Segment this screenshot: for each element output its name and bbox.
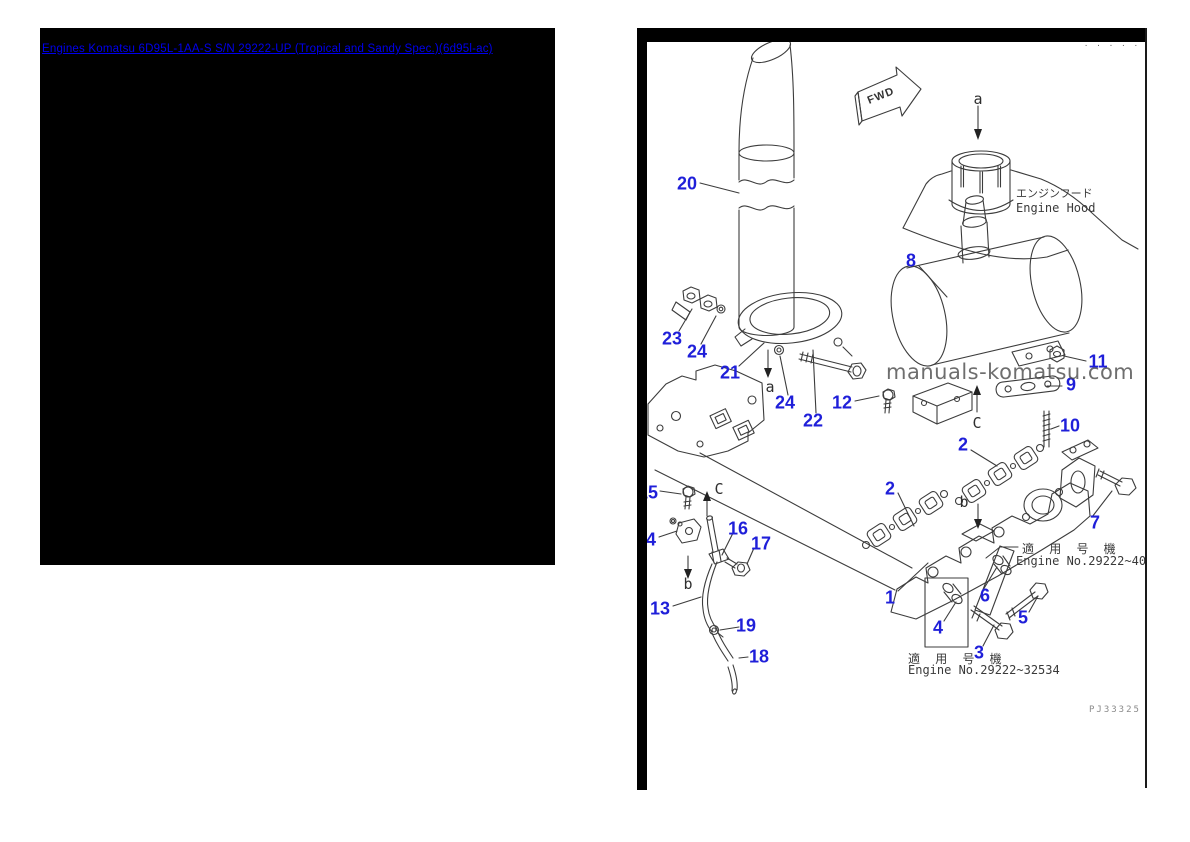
gasket-2-upper-drawing — [954, 443, 1045, 506]
callout-19[interactable]: 19 — [735, 615, 757, 636]
callout-18[interactable]: 18 — [748, 646, 770, 667]
serial-note-right-jp: 適 用 号 機 — [1022, 542, 1120, 556]
bolt-15-drawing — [682, 485, 696, 510]
tube-13-drawing — [701, 515, 738, 695]
nut-11-drawing — [1049, 345, 1065, 363]
page-border-left — [637, 28, 647, 790]
cylinder-head-drawing — [647, 364, 765, 458]
page-border-right — [1145, 28, 1147, 788]
exploded-parts-drawing — [647, 38, 1139, 695]
alignment-lines — [654, 452, 913, 591]
callout-24[interactable]: 24 — [774, 392, 796, 413]
view-arrows — [684, 105, 982, 579]
serial-note-bottom-jp: 適 用 号 機 — [908, 652, 1006, 666]
gasket-2-lower-drawing — [861, 489, 949, 550]
bolt-12-drawing — [882, 388, 896, 414]
bolt-17-drawing — [724, 557, 751, 577]
spacer-6-drawing — [992, 554, 1012, 576]
view-letter-C: C — [972, 414, 982, 432]
callout-23[interactable]: 23 — [661, 328, 683, 349]
stud-10-drawing — [1042, 410, 1051, 448]
bolt-7-drawing — [1095, 468, 1137, 496]
page-code: PJ33325 — [1089, 705, 1141, 715]
callout-17[interactable]: 17 — [750, 533, 772, 554]
callout-9[interactable]: 9 — [1065, 374, 1077, 395]
hood-label-en: Engine Hood — [1016, 201, 1096, 215]
spacer-4-drawing — [942, 582, 963, 605]
muffler-body-8-drawing — [890, 195, 1083, 367]
callout-4[interactable]: 4 — [932, 617, 944, 638]
view-letter-a: a — [765, 378, 775, 396]
bolt-3-drawing — [970, 605, 1014, 640]
callout-2[interactable]: 2 — [957, 434, 969, 455]
callout-3[interactable]: 3 — [973, 642, 985, 663]
callout-6[interactable]: 6 — [979, 585, 991, 606]
bracket-drawing — [912, 382, 973, 425]
nuts-23-24-drawing — [671, 286, 726, 321]
bolt-5-drawing — [1005, 582, 1049, 621]
page-border-top — [637, 28, 1147, 42]
gasket-9-drawing — [995, 375, 1061, 398]
callout-22[interactable]: 22 — [802, 410, 824, 431]
serial-note-bottom-en: Engine No.29222~32534 — [908, 663, 1060, 677]
callout-21[interactable]: 21 — [719, 362, 741, 383]
callout-16[interactable]: 16 — [727, 518, 749, 539]
callout-5[interactable]: 5 — [1017, 607, 1029, 628]
leader-lines — [658, 182, 1113, 659]
clip-14-drawing — [669, 517, 702, 544]
top-edge-marks: · · · · · · · — [1084, 42, 1147, 50]
view-letter-a: a — [973, 90, 983, 108]
clamp-19-drawing — [708, 624, 724, 638]
diagram-canvas: FWD エンジンフード Engine Hood 適 用 号 機 Engine N… — [637, 28, 1147, 790]
callout-10[interactable]: 10 — [1059, 415, 1081, 436]
hood-label-jp: エンジンフード — [1016, 187, 1093, 200]
view-letter-b: b — [683, 575, 693, 593]
clamp-21-drawing — [734, 291, 853, 357]
muffler-20-drawing — [738, 38, 795, 337]
callout-20[interactable]: 20 — [676, 173, 698, 194]
serial-note-right-en: Engine No.29222~40631 — [1016, 554, 1147, 568]
callout-24[interactable]: 24 — [686, 341, 708, 362]
callout-11[interactable]: 11 — [1088, 351, 1108, 372]
view-letter-b: b — [959, 493, 969, 511]
callout-13[interactable]: 13 — [649, 598, 671, 619]
view-letter-C: C — [714, 480, 724, 498]
engine-hood-drawing — [902, 150, 1139, 260]
bolt-24-drawing — [773, 344, 867, 380]
watermark-text: manuals-komatsu.com — [886, 360, 1135, 384]
callout-12[interactable]: 12 — [831, 392, 853, 413]
left-image-panel: Engines Komatsu 6D95L-1AA-S S/N 29222-UP… — [40, 28, 555, 565]
callout-1[interactable]: 1 — [884, 587, 896, 608]
callout-8[interactable]: 8 — [905, 250, 917, 271]
catalog-link[interactable]: Engines Komatsu 6D95L-1AA-S S/N 29222-UP… — [42, 43, 493, 55]
fwd-arrow-icon — [854, 66, 922, 126]
parts-diagram-page: FWD エンジンフード Engine Hood 適 用 号 機 Engine N… — [637, 28, 1147, 790]
callout-2[interactable]: 2 — [884, 478, 896, 499]
callout-7[interactable]: 7 — [1089, 512, 1101, 533]
manifold-1-drawing — [890, 439, 1099, 620]
